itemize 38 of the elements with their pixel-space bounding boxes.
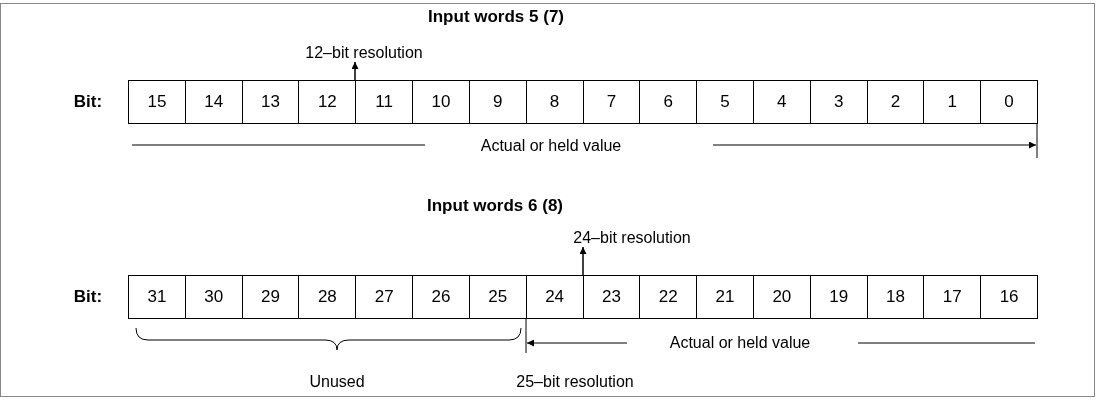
bit-cell: 27 (355, 275, 414, 319)
bit-cell: 8 (525, 80, 584, 124)
bit-cell: 9 (468, 80, 527, 124)
bit-cell: 6 (639, 80, 698, 124)
bit-cell: 22 (639, 275, 698, 319)
bit-cell: 21 (696, 275, 754, 319)
bit-cell: 17 (923, 275, 982, 319)
bit-cell: 2 (866, 80, 925, 124)
bit-cell: 29 (241, 275, 300, 319)
bit-cell: 12 (298, 80, 357, 124)
annotation-text: 24–bit resolution (573, 229, 691, 247)
bit-cell: 30 (184, 275, 243, 319)
bit-cell: 19 (809, 275, 868, 319)
arrow (351, 61, 359, 81)
bit-cell: 14 (184, 80, 243, 124)
bit-cell: 13 (241, 80, 300, 124)
register-title: Input words 5 (7) (426, 8, 566, 26)
bit-cell: 11 (355, 80, 414, 124)
bit-cell: 31 (128, 275, 186, 319)
bit-cell: 10 (412, 80, 470, 124)
bit-cell: 24 (525, 275, 584, 319)
bit-cell: 16 (980, 275, 1038, 319)
arrow (579, 246, 587, 276)
bit-cell: 15 (128, 80, 186, 124)
bit-cell: 18 (866, 275, 925, 319)
bit-cell: 7 (582, 80, 641, 124)
bit-cell: 28 (298, 275, 357, 319)
bit-cell: 20 (752, 275, 811, 319)
bit-cell: 1 (923, 80, 982, 124)
bit-cell: 4 (752, 80, 811, 124)
bit-cell: 3 (809, 80, 868, 124)
bit-cell: 25 (468, 275, 527, 319)
bit-cell: 23 (582, 275, 641, 319)
bit-cell: 5 (696, 80, 754, 124)
bit-cell: 26 (412, 275, 470, 319)
bit-cell: 0 (980, 80, 1038, 124)
annotation-text: 12–bit resolution (305, 44, 423, 62)
register-title: Input words 6 (8) (425, 197, 565, 215)
